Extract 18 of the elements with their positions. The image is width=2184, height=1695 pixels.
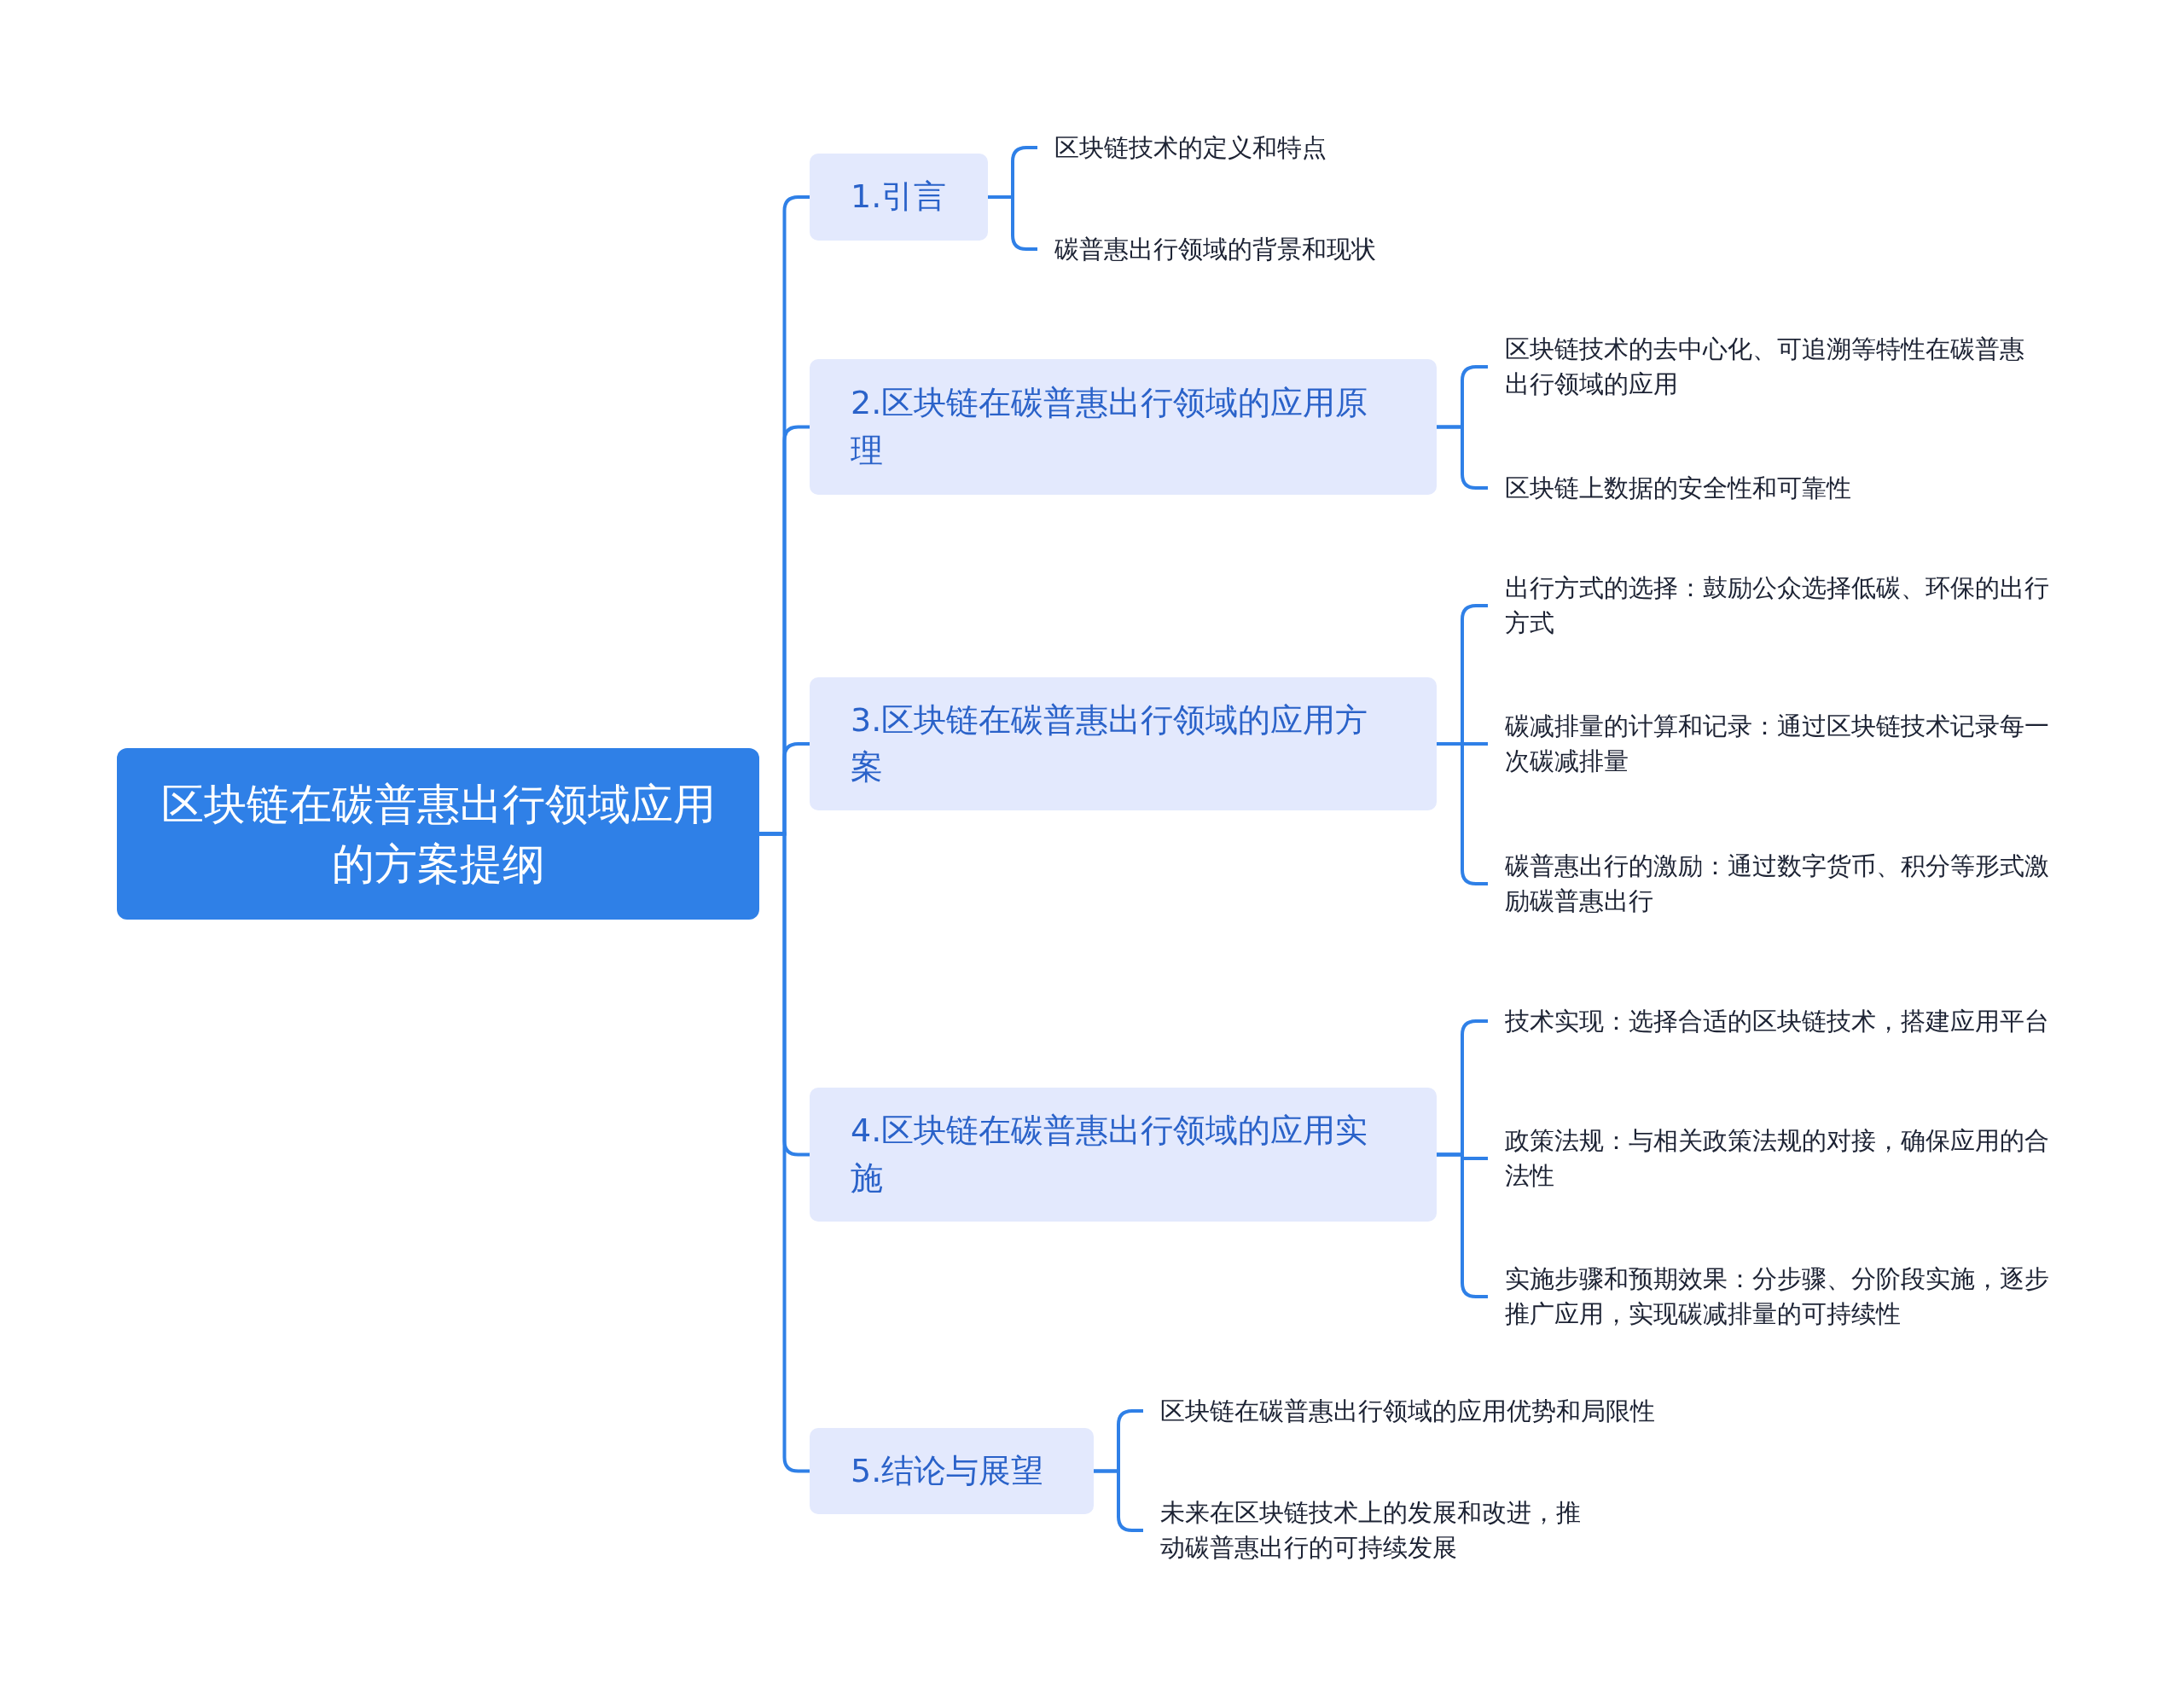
subtopic-text: 碳减排量的计算和记录：通过区块链技术记录每一次碳减排量: [1488, 705, 2065, 782]
subtopic-text: 区块链在碳普惠出行领域的应用优势和局限性: [1143, 1385, 1740, 1437]
subtopic-text: 区块链技术的去中心化、可追溯等特性在碳普惠出行领域的应用: [1488, 328, 2042, 405]
central-topic-box: 区块链在碳普惠出行领域应用的方案提纲: [117, 748, 759, 920]
topic-box: 3.区块链在碳普惠出行领域的应用方案: [810, 677, 1437, 810]
subtopic-text: 未来在区块链技术上的发展和改进，推动碳普惠出行的可持续发展: [1143, 1492, 1595, 1569]
subtopic-text: 碳普惠出行领域的背景和现状: [1037, 223, 1583, 275]
topic-box: 4.区块链在碳普惠出行领域的应用实施: [810, 1088, 1437, 1222]
subtopic-text: 碳普惠出行的激励：通过数字货币、积分等形式激励碳普惠出行: [1488, 845, 2065, 922]
subtopic-text: 区块链技术的定义和特点: [1037, 122, 1583, 173]
subtopic-text: 出行方式的选择：鼓励公众选择低碳、环保的出行方式: [1488, 567, 2065, 644]
topic-box: 5.结论与展望: [810, 1428, 1094, 1514]
subtopic-text: 区块链上数据的安全性和可靠性: [1488, 462, 2042, 514]
subtopic-text: 技术实现：选择合适的区块链技术，搭建应用平台: [1488, 983, 2065, 1059]
subtopic-text: 政策法规：与相关政策法规的对接，确保应用的合法性: [1488, 1120, 2065, 1197]
topic-box: 2.区块链在碳普惠出行领域的应用原理: [810, 359, 1437, 495]
topic-box: 1.引言: [810, 154, 988, 241]
subtopic-text: 实施步骤和预期效果：分步骤、分阶段实施，逐步推广应用，实现碳减排量的可持续性: [1488, 1258, 2065, 1335]
